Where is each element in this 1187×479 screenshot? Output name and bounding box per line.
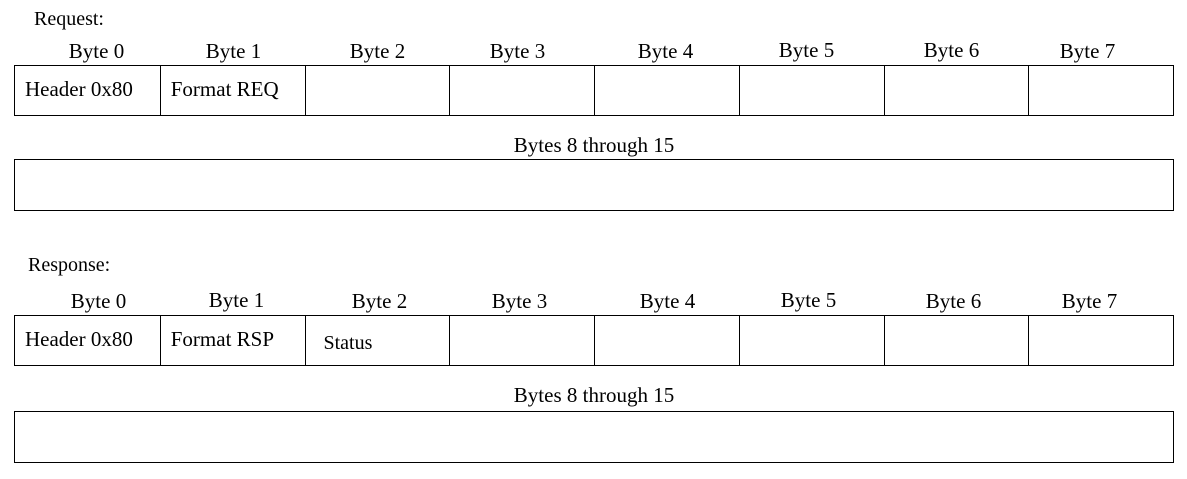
response-header-value: Header 0x80	[25, 327, 133, 351]
response-status-value: Status	[323, 332, 373, 354]
request-byte-6-cell	[883, 66, 1029, 115]
request-byte-0-cell: Header 0x80	[15, 66, 160, 115]
request-byte-header: Byte 7	[1059, 39, 1116, 63]
response-byte-4-cell	[594, 316, 739, 365]
request-byte-7-cell	[1028, 66, 1173, 115]
response-byte-2-cell: Status	[304, 316, 450, 365]
request-byte-header: Byte 5	[778, 38, 835, 62]
response-byte-header: Byte 0	[70, 289, 127, 313]
response-bytes-8-15-box	[14, 411, 1174, 463]
response-byte-header: Byte 7	[1061, 289, 1118, 313]
request-byte-2-cell	[304, 66, 450, 115]
request-label: Request:	[34, 8, 104, 30]
response-format-value: Format RSP	[170, 327, 275, 351]
request-byte-header: Byte 1	[205, 39, 262, 63]
response-byte-6-cell	[883, 316, 1029, 365]
request-byte-header: Byte 3	[489, 39, 546, 63]
request-bytes-8-15-box	[14, 159, 1174, 211]
request-byte-4-cell	[594, 66, 739, 115]
request-byte-header: Byte 4	[637, 39, 694, 63]
request-bytes-0-7-row: Header 0x80 Format REQ	[14, 65, 1174, 116]
response-byte-header: Byte 1	[208, 288, 265, 312]
request-byte-1-cell: Format REQ	[159, 66, 305, 115]
request-byte-header: Byte 0	[68, 39, 125, 63]
response-byte-0-cell: Header 0x80	[15, 316, 160, 365]
response-bytes-0-7-row: Header 0x80 Format RSP Status	[14, 315, 1174, 366]
request-byte-header: Byte 2	[349, 39, 406, 63]
response-byte-header: Byte 6	[925, 289, 982, 313]
request-byte-3-cell	[449, 66, 594, 115]
response-byte-3-cell	[449, 316, 594, 365]
response-byte-header: Byte 3	[491, 289, 548, 313]
response-label: Response:	[28, 254, 111, 276]
request-bytes-8-15-label: Bytes 8 through 15	[513, 133, 675, 157]
response-bytes-8-15-label: Bytes 8 through 15	[513, 383, 675, 407]
response-byte-header: Byte 5	[780, 288, 837, 312]
response-byte-5-cell	[738, 316, 884, 365]
response-byte-7-cell	[1028, 316, 1173, 365]
response-byte-1-cell: Format RSP	[159, 316, 305, 365]
request-byte-header: Byte 6	[923, 38, 980, 62]
request-header-value: Header 0x80	[25, 77, 133, 101]
response-byte-header: Byte 2	[351, 289, 408, 313]
request-byte-5-cell	[738, 66, 884, 115]
response-byte-header: Byte 4	[639, 289, 696, 313]
request-format-value: Format REQ	[170, 77, 279, 101]
